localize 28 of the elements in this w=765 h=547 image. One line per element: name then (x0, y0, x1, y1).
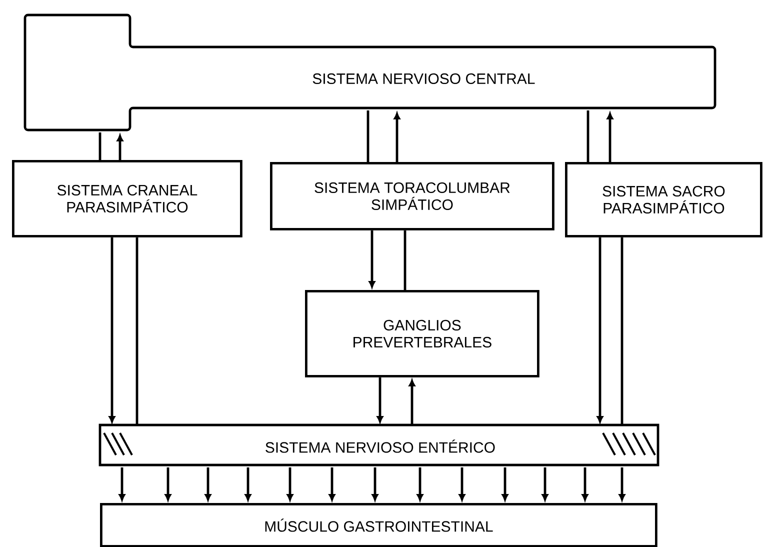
arrow (502, 467, 508, 501)
arrow (376, 377, 384, 423)
arrow (118, 467, 126, 501)
arrow (116, 134, 124, 160)
arrow (204, 467, 212, 501)
box: GANGLIOS PREVERTEBRALES (305, 290, 540, 378)
box: SISTEMA SACRO PARASIMPÁTICO (565, 162, 762, 238)
arrow (328, 467, 336, 501)
arrow (416, 467, 424, 501)
box: MÚSCULO GASTROINTESTINAL (100, 503, 658, 547)
arrow (368, 230, 376, 288)
box: SISTEMA TORACOLUMBAR SIMPÁTICO (270, 162, 554, 230)
arrow (458, 467, 466, 501)
arrow (244, 467, 252, 501)
box: SISTEMA CRANEAL PARASIMPÁTICO (12, 160, 242, 238)
arrow (108, 237, 116, 423)
arrow (596, 237, 604, 423)
brain-box: SISTEMA NERVIOSO CENTRAL (24, 14, 716, 132)
arrow (582, 467, 588, 501)
hatched-band: SISTEMA NERVIOSO ENTÉRICO (98, 424, 660, 466)
arrow (618, 467, 626, 501)
arrow (164, 467, 172, 501)
arrow (372, 467, 378, 501)
arrow (286, 467, 294, 501)
arrow (542, 467, 548, 501)
arrow (394, 112, 400, 162)
arrow (408, 380, 416, 425)
arrow (606, 112, 614, 162)
